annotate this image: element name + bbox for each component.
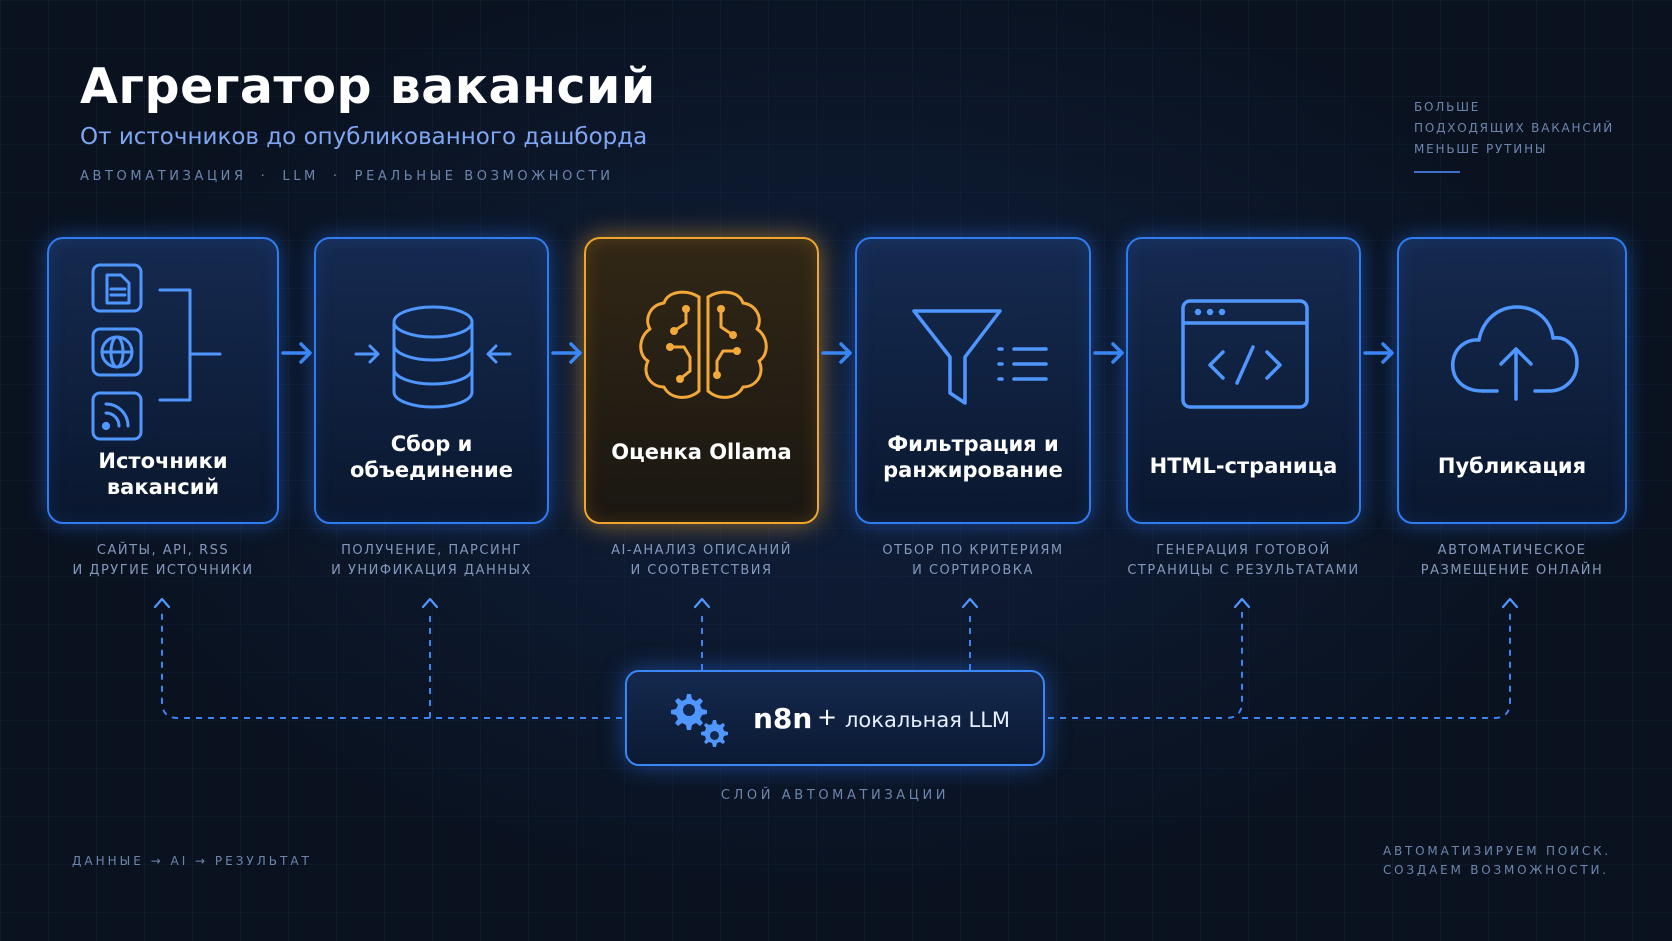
step-desc-line: САЙТЫ, API, RSS: [96, 543, 230, 558]
step-label-line: Сбор и: [390, 432, 473, 456]
step-label-line: Оценка Ollama: [611, 440, 792, 464]
step-desc-ollama: AI-АНАЛИЗ ОПИСАНИЙ И СООТВЕТСТВИЯ: [584, 541, 819, 581]
step-desc-line: ОТБОР ПО КРИТЕРИЯМ: [882, 543, 1064, 558]
step-label-line: вакансий: [106, 475, 220, 499]
step-label-filter: Фильтрация и ранжирование: [865, 431, 1081, 483]
step-desc-sources: САЙТЫ, API, RSS И ДРУГИЕ ИСТОЧНИКИ: [47, 541, 279, 581]
step-desc-collect: ПОЛУЧЕНИЕ, ПАРСИНГ И УНИФИКАЦИЯ ДАННЫХ: [314, 541, 549, 581]
tag-separator: ·: [260, 169, 269, 184]
footer-slogan-line: СОЗДАЕМ ВОЗМОЖНОСТИ.: [1383, 863, 1609, 877]
tag-separator: ·: [332, 169, 341, 184]
automation-layer-label: СЛОЙ АВТОМАТИЗАЦИИ: [720, 788, 950, 803]
step-label-line: Фильтрация и: [887, 432, 1059, 456]
step-desc-line: ПОЛУЧЕНИЕ, ПАРСИНГ: [341, 543, 522, 558]
code-window-icon: [1181, 299, 1309, 409]
automation-name: n8n: [753, 702, 813, 735]
footer-flow: ДАННЫЕ → AI → РЕЗУЛЬТАТ: [72, 854, 312, 868]
step-label-publish: Публикация: [1407, 453, 1617, 479]
motto-line-2: ПОДХОДЯЩИХ ВАКАНСИЙ: [1414, 121, 1615, 135]
flow-arrow-icon: [821, 342, 852, 364]
tag-line: АВТОМАТИЗАЦИЯ · LLM · РЕАЛЬНЫЕ ВОЗМОЖНОСТИ: [80, 169, 614, 184]
tag-automation: АВТОМАТИЗАЦИЯ: [80, 169, 247, 184]
gears-icon: [671, 694, 728, 747]
step-desc-publish: АВТОМАТИЧЕСКОЕ РАЗМЕЩЕНИЕ ОНЛАЙН: [1397, 541, 1627, 581]
step-card-html: HTML-страница: [1126, 237, 1361, 524]
step-label-line: ранжирование: [883, 458, 1063, 482]
step-desc-line: И УНИФИКАЦИЯ ДАННЫХ: [331, 563, 532, 578]
automation-plus: +: [817, 703, 838, 731]
step-label-ollama: Оценка Ollama: [594, 439, 809, 465]
automation-llm: локальная LLM: [845, 708, 1011, 732]
step-desc-line: И СОРТИРОВКА: [912, 563, 1034, 578]
footer-slogan: АВТОМАТИЗИРУЕМ ПОИСК. СОЗДАЕМ ВОЗМОЖНОСТ…: [1383, 842, 1611, 880]
step-card-sources: Источники вакансий: [47, 237, 279, 524]
step-desc-line: И ДРУГИЕ ИСТОЧНИКИ: [72, 563, 254, 578]
brain-icon: [639, 290, 768, 399]
filter-icon: [912, 309, 1048, 405]
step-desc-line: AI-АНАЛИЗ ОПИСАНИЙ: [611, 543, 792, 558]
step-desc-line: И СООТВЕТСТВИЯ: [630, 563, 773, 578]
database-icon: [354, 305, 512, 409]
step-desc-html: ГЕНЕРАЦИЯ ГОТОВОЙ СТРАНИЦЫ С РЕЗУЛЬТАТАМ…: [1116, 541, 1371, 581]
flow-arrow-icon: [281, 342, 312, 364]
page-subtitle: От источников до опубликованного дашборд…: [80, 124, 648, 150]
flow-arrow-icon: [1363, 342, 1394, 364]
motto-line-3: МЕНЬШЕ РУТИНЫ: [1414, 142, 1548, 156]
cloud-upload-icon: [1451, 305, 1579, 401]
flow-arrow-icon: [551, 342, 582, 364]
step-label-line: Публикация: [1437, 454, 1587, 478]
step-card-ollama: Оценка Ollama: [584, 237, 819, 524]
step-label-sources: Источники вакансий: [57, 448, 269, 500]
step-desc-line: РАЗМЕЩЕНИЕ ОНЛАЙН: [1420, 563, 1604, 578]
footer-slogan-line: АВТОМАТИЗИРУЕМ ПОИСК.: [1383, 844, 1612, 858]
step-label-line: HTML-страница: [1149, 454, 1338, 478]
motto-underline: [1414, 171, 1460, 173]
step-desc-line: ГЕНЕРАЦИЯ ГОТОВОЙ: [1156, 543, 1331, 558]
step-label-html: HTML-страница: [1136, 453, 1351, 479]
tag-llm: LLM: [282, 169, 319, 184]
step-card-filter: Фильтрация и ранжирование: [855, 237, 1091, 524]
automation-core-box: n8n + локальная LLM: [625, 670, 1045, 766]
motto: БОЛЬШЕ ПОДХОДЯЩИХ ВАКАНСИЙ МЕНЬШЕ РУТИНЫ: [1414, 97, 1614, 160]
step-label-line: Источники: [98, 449, 228, 473]
step-card-publish: Публикация: [1397, 237, 1627, 524]
motto-line-1: БОЛЬШЕ: [1414, 100, 1481, 114]
step-desc-filter: ОТБОР ПО КРИТЕРИЯМ И СОРТИРОВКА: [855, 541, 1091, 581]
page-title: Агрегатор вакансий: [80, 58, 656, 115]
sources-icon: [91, 263, 222, 441]
step-desc-line: АВТОМАТИЧЕСКОЕ: [1437, 543, 1587, 558]
flow-arrow-icon: [1093, 342, 1124, 364]
step-label-line: объединение: [349, 458, 513, 482]
tag-capabilities: РЕАЛЬНЫЕ ВОЗМОЖНОСТИ: [354, 169, 614, 184]
step-desc-line: СТРАНИЦЫ С РЕЗУЛЬТАТАМИ: [1127, 563, 1360, 578]
step-card-collect: Сбор и объединение: [314, 237, 549, 524]
step-label-collect: Сбор и объединение: [324, 431, 539, 483]
